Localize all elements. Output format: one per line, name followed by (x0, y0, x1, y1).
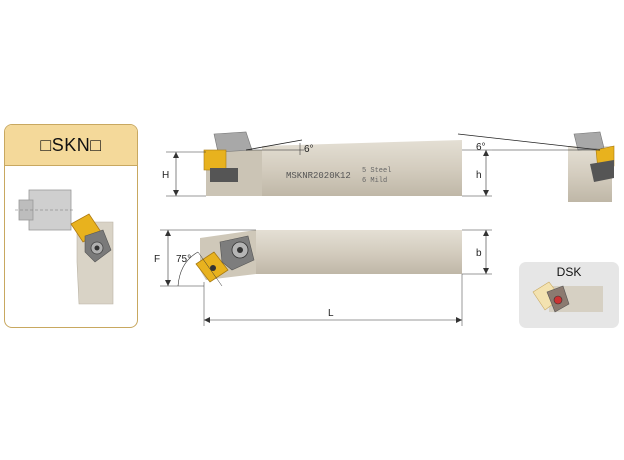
b-arrow-top (483, 230, 489, 236)
tool-type-panel: □SKN□ (4, 124, 138, 328)
top-shank (256, 230, 462, 274)
h-arrow-bottom (483, 190, 489, 196)
marking-line1: MSKNR2020K12 (286, 171, 351, 181)
h-arrow-top (483, 150, 489, 156)
marking-line2b: 6 Mild (362, 177, 387, 185)
angle-line-left (245, 139, 303, 151)
type-schematic (15, 189, 114, 305)
angle-label-right: 6° (476, 142, 486, 153)
side-shank (262, 140, 462, 196)
H-arrow-top (173, 152, 179, 158)
end-view: 6° (457, 131, 615, 202)
screw-head (94, 245, 100, 251)
H-arrow-bottom (173, 190, 179, 196)
insert-screw (210, 265, 216, 271)
dsk-schematic (532, 281, 603, 313)
L-arrow-right (456, 317, 462, 323)
top-view: F 75° b L (154, 229, 492, 326)
end-shim (590, 160, 614, 182)
angle-line-right (457, 133, 601, 151)
panel-title: □SKN□ (5, 125, 137, 166)
dim-h: h (476, 170, 482, 181)
dsk-screw (553, 295, 563, 305)
top-screw-head (237, 247, 243, 253)
dsk-variant-panel: DSK (519, 262, 619, 328)
dim-H: H (162, 170, 169, 181)
L-arrow-left (204, 317, 210, 323)
angle-arc (177, 251, 199, 287)
dsk-label: DSK (556, 265, 582, 279)
angle-75: 75° (176, 254, 191, 265)
F-arrow-top (165, 230, 171, 236)
F-arrow-bottom (165, 280, 171, 286)
side-clamp (213, 131, 253, 153)
b-arrow-bottom (483, 268, 489, 274)
dim-F: F (154, 254, 160, 265)
angle-ref-line (197, 251, 223, 287)
angle-label-left: 6° (304, 144, 314, 155)
marking-line2a: 5 Steel (362, 167, 391, 175)
side-shim (210, 168, 238, 182)
side-insert (203, 149, 227, 171)
dim-L: L (328, 308, 334, 319)
dim-b: b (476, 248, 482, 259)
side-view: MSKNR2020K12 5 Steel 6 Mild 6° H h (162, 131, 492, 197)
